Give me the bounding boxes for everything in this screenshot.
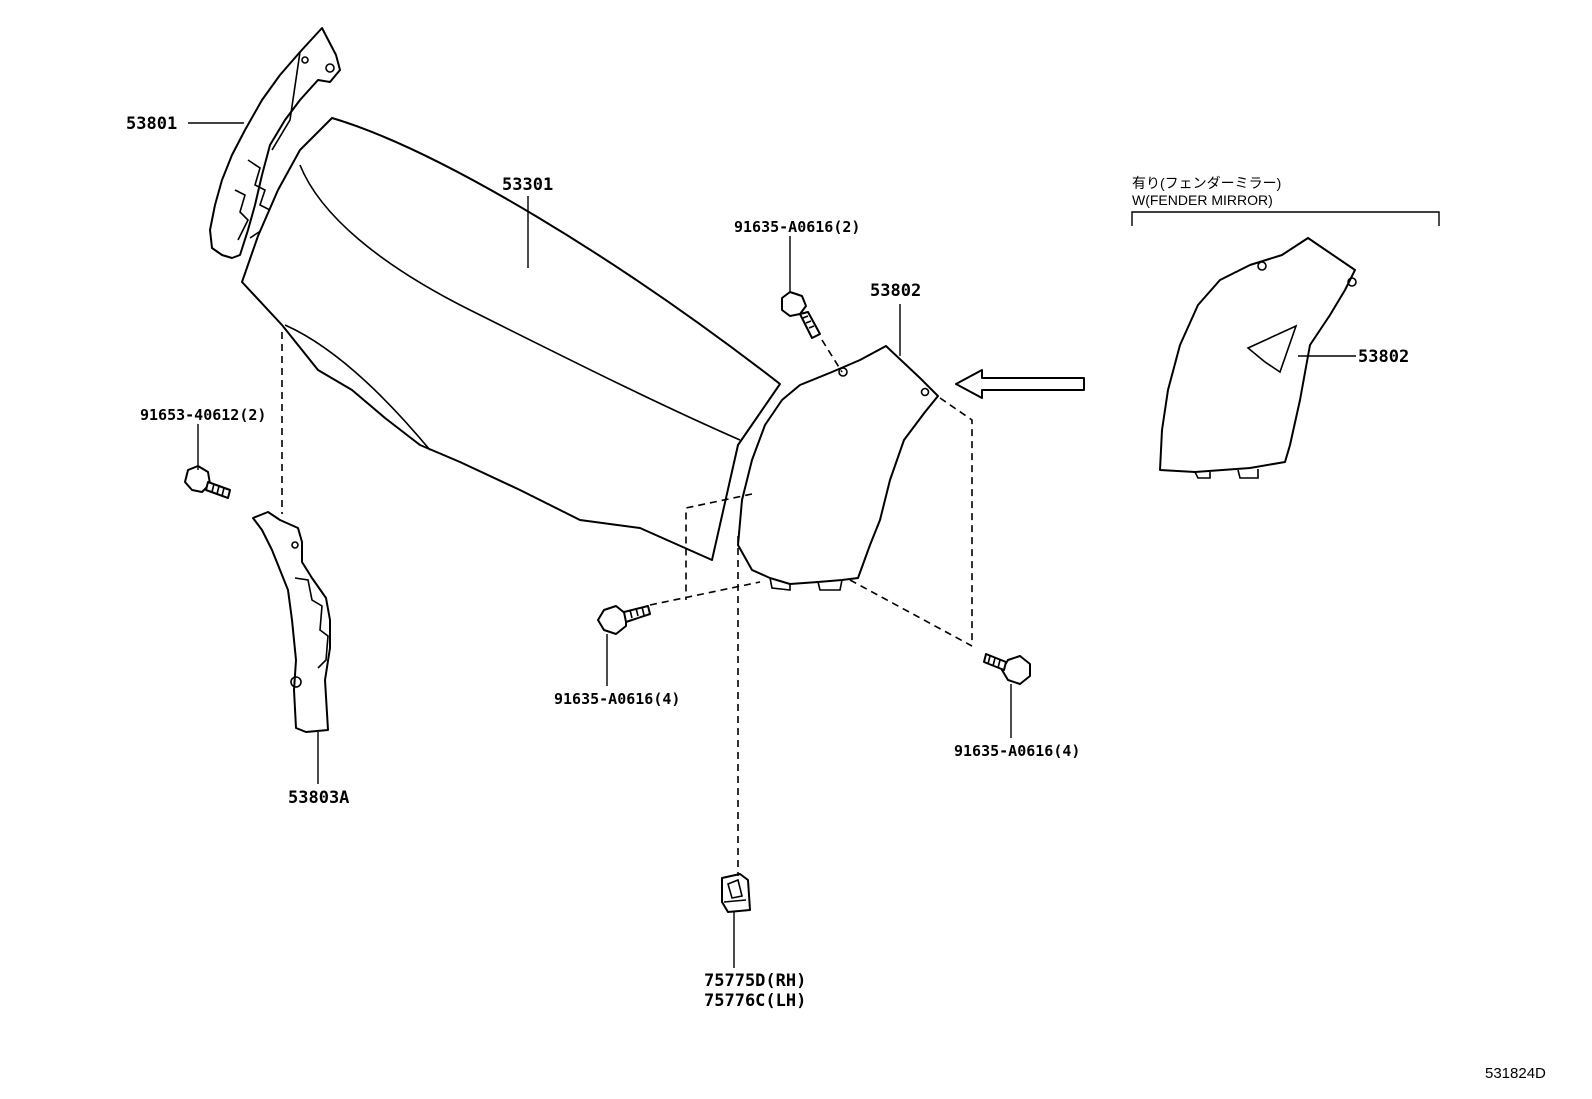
label-clip-lh: 75776C(LH) <box>704 991 806 1011</box>
label-bolt-left: 91635-A0616(4) <box>554 690 680 708</box>
label-53301: 53301 <box>502 175 553 195</box>
part-53802-center <box>737 345 939 591</box>
variant-note-jp: 有り(フェンダーミラー) <box>1132 175 1281 191</box>
label-53802-variant: 53802 <box>1358 347 1409 367</box>
label-clip-rh: 75775D(RH) <box>704 971 806 991</box>
part-53301 <box>241 117 781 561</box>
bolt-top <box>781 291 821 339</box>
bolt-right <box>983 653 1031 685</box>
assembly-lines <box>281 332 973 876</box>
label-53801: 53801 <box>126 114 177 134</box>
variant-note-en: W(FENDER MIRROR) <box>1132 192 1273 208</box>
part-53802-variant <box>1159 237 1357 479</box>
bolt-left <box>597 605 651 635</box>
label-bolt-top: 91635-A0616(2) <box>734 218 860 236</box>
view-arrow <box>955 369 1085 399</box>
label-53802: 53802 <box>870 281 921 301</box>
variant-bracket <box>1131 211 1440 226</box>
diagram-code: 531824D <box>1485 1065 1546 1082</box>
label-bolt-91653: 91653-40612(2) <box>140 406 266 424</box>
leader-lines <box>188 122 1356 968</box>
label-bolt-right: 91635-A0616(4) <box>954 742 1080 760</box>
bolt-91653 <box>184 465 231 499</box>
label-53803a: 53803A <box>288 788 349 808</box>
part-53803a <box>252 511 331 733</box>
clip-75775d-75776c <box>721 873 751 913</box>
